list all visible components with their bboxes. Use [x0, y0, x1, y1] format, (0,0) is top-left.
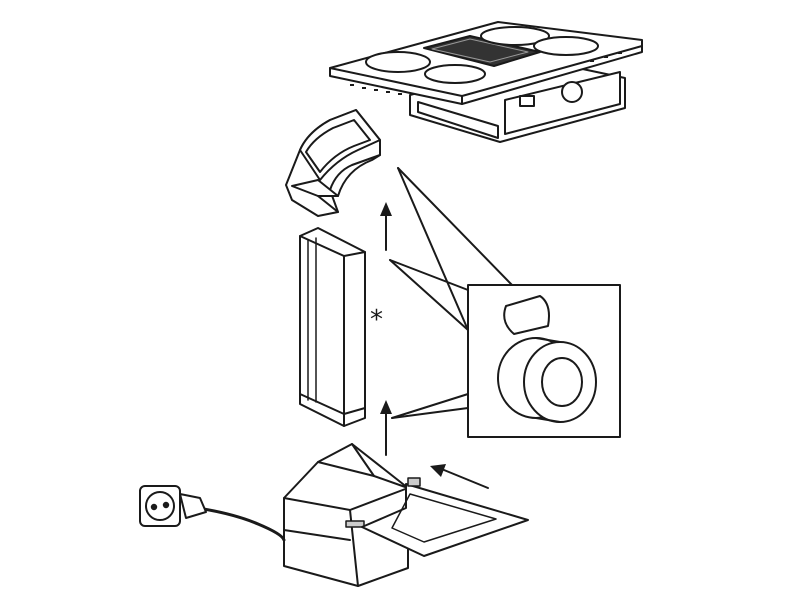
induction-cooktop-with-downdraft-icon	[329, 21, 643, 143]
arrow-tray-insert	[443, 469, 489, 489]
power-socket-and-cord-icon	[139, 485, 286, 542]
filter-insert-tray-icon	[361, 477, 529, 557]
plinth-filter-box-icon	[283, 443, 409, 587]
asterisk-marker: *	[370, 305, 383, 335]
straight-flat-duct-icon	[299, 227, 366, 427]
tape-callout-lines	[389, 167, 513, 419]
sealing-tape-roll-icon	[467, 284, 621, 438]
assembly-arrows	[380, 202, 489, 489]
duct-elbow-bend-icon	[285, 109, 381, 217]
